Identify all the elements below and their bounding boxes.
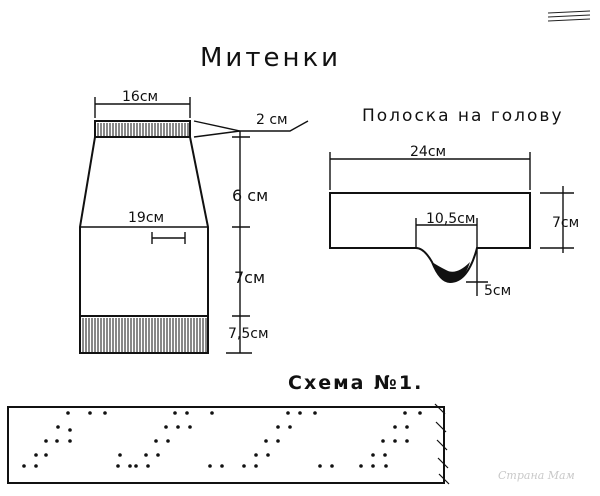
scheme-dot [128, 464, 132, 468]
scheme-dot [134, 464, 138, 468]
scheme-dot [208, 464, 212, 468]
scheme-dot [286, 411, 290, 415]
corner-doodle [547, 10, 591, 22]
scheme-dot [288, 425, 292, 429]
scheme-dot [156, 453, 160, 457]
scheme-dot [34, 464, 38, 468]
scheme-dot [371, 453, 375, 457]
scheme-dot [68, 428, 72, 432]
scheme-dot [44, 453, 48, 457]
scheme-dot [88, 411, 92, 415]
headband-notch-width-label: 10,5см [426, 211, 475, 227]
scheme-dot [405, 425, 409, 429]
scheme-dot [44, 439, 48, 443]
scheme-dot [242, 464, 246, 468]
scheme-dot [254, 464, 258, 468]
scheme-dot [144, 453, 148, 457]
scheme-dot [188, 425, 192, 429]
mitten-outline [79, 120, 209, 354]
scheme-dot [393, 425, 397, 429]
scheme-dot [176, 425, 180, 429]
mitten-middle-width-label: 19см [128, 210, 164, 226]
scheme-dot [371, 464, 375, 468]
scheme-dot [330, 464, 334, 468]
scheme-dot [298, 411, 302, 415]
scheme-dot [418, 411, 422, 415]
bottom-ribbing [82, 318, 207, 352]
page-title: Митенки [200, 43, 341, 73]
scheme-dot [381, 439, 385, 443]
scheme-dot [185, 411, 189, 415]
scheme-dot [103, 411, 107, 415]
scheme-dot [384, 464, 388, 468]
headband-dimension-lines [329, 152, 574, 296]
mitten-cuff-height-label: 2 см [256, 112, 288, 128]
scheme-dot [116, 464, 120, 468]
scheme-dot [266, 453, 270, 457]
top-cuff-ribbing [97, 123, 189, 136]
scheme-dot [34, 453, 38, 457]
headband-title: Полоска на голову [362, 106, 564, 126]
scheme-dot [276, 439, 280, 443]
scheme-dot [405, 439, 409, 443]
scheme-dot [318, 464, 322, 468]
scheme-dot [66, 411, 70, 415]
scheme-dot [56, 425, 60, 429]
scheme-dot [210, 411, 214, 415]
mitten-schematic [79, 120, 209, 354]
scheme-dot [22, 464, 26, 468]
headband-outline [329, 192, 531, 284]
scheme-dot [55, 439, 59, 443]
scheme-dot [173, 411, 177, 415]
scheme-dot [166, 439, 170, 443]
scheme-dot [154, 439, 158, 443]
scheme-dot [393, 439, 397, 443]
mitten-dimension-lines [94, 97, 309, 354]
scheme-dot [254, 453, 258, 457]
scheme-dot [383, 453, 387, 457]
scheme-dot [313, 411, 317, 415]
scheme-dot [164, 425, 168, 429]
headband-schematic [329, 192, 531, 284]
scheme-dot [68, 439, 72, 443]
scheme-dot [220, 464, 224, 468]
mitten-lower-height-label: 7см [234, 268, 265, 287]
scheme-chart [7, 403, 450, 485]
mitten-upper-height-label: 6 см [232, 186, 268, 205]
headband-length-label: 24см [410, 144, 446, 160]
scheme-dot [146, 464, 150, 468]
headband-height-label: 7см [552, 215, 579, 231]
scheme-dot [264, 439, 268, 443]
scheme-dot [118, 453, 122, 457]
scheme-dot-pattern [22, 411, 422, 468]
scheme-title: Схема №1. [288, 372, 423, 394]
watermark-logo: Страна Мам [498, 469, 575, 482]
headband-notch-depth-label: 5см [484, 283, 511, 299]
mitten-top-width-label: 16см [122, 89, 158, 105]
scheme-dot [403, 411, 407, 415]
mitten-rib-height-label: 7,5см [228, 326, 269, 342]
scheme-dot [276, 425, 280, 429]
scheme-dot [359, 464, 363, 468]
